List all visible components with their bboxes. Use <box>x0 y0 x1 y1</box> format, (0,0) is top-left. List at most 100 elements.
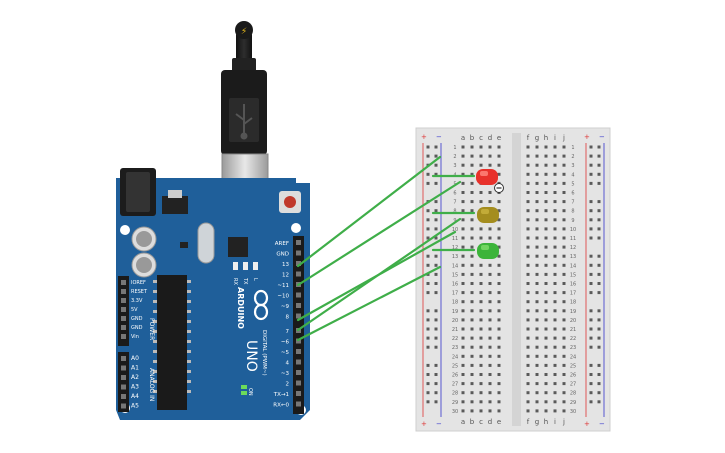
breadboard-hole[interactable] <box>479 318 483 322</box>
breadboard-hole[interactable] <box>544 154 548 158</box>
breadboard-hole[interactable] <box>497 254 501 258</box>
breadboard-hole[interactable] <box>526 154 530 158</box>
breadboard-hole[interactable] <box>535 209 539 213</box>
rail-hole[interactable] <box>589 200 593 204</box>
breadboard-hole[interactable] <box>479 191 483 194</box>
rail-hole[interactable] <box>589 327 593 331</box>
rail-hole[interactable] <box>589 309 593 313</box>
breadboard-hole[interactable] <box>553 209 557 213</box>
breadboard-hole[interactable] <box>535 272 539 276</box>
rail-hole[interactable] <box>589 373 593 376</box>
breadboard-hole[interactable] <box>470 409 474 413</box>
breadboard-hole[interactable] <box>470 272 474 276</box>
breadboard-hole[interactable] <box>535 409 539 413</box>
breadboard-hole[interactable] <box>562 254 566 258</box>
rail-hole[interactable] <box>434 282 438 285</box>
digital-pin[interactable] <box>296 292 301 298</box>
breadboard-hole[interactable] <box>553 245 557 249</box>
rail-hole[interactable] <box>589 154 593 158</box>
breadboard-hole[interactable] <box>461 291 465 295</box>
breadboard-hole[interactable] <box>562 263 566 267</box>
breadboard-hole[interactable] <box>470 291 474 295</box>
breadboard-hole[interactable] <box>461 336 465 340</box>
breadboard-hole[interactable] <box>470 336 474 340</box>
breadboard-hole[interactable] <box>479 400 483 404</box>
rail-hole[interactable] <box>589 236 593 240</box>
breadboard-hole[interactable] <box>461 181 465 185</box>
analog-pin[interactable] <box>121 384 126 390</box>
rail-hole[interactable] <box>434 291 438 295</box>
breadboard-hole[interactable] <box>562 154 566 158</box>
breadboard-hole[interactable] <box>544 382 548 386</box>
breadboard-hole[interactable] <box>470 345 474 349</box>
breadboard-hole[interactable] <box>562 227 566 231</box>
rail-hole[interactable] <box>597 154 601 158</box>
breadboard-hole[interactable] <box>526 200 530 204</box>
breadboard-hole[interactable] <box>497 354 501 358</box>
breadboard-hole[interactable] <box>562 200 566 204</box>
digital-pin[interactable] <box>296 271 301 277</box>
breadboard-hole[interactable] <box>526 272 530 276</box>
breadboard-hole[interactable] <box>535 263 539 267</box>
breadboard-hole[interactable] <box>562 172 566 176</box>
breadboard-hole[interactable] <box>470 200 474 204</box>
digital-pin[interactable] <box>296 349 301 354</box>
rail-hole[interactable] <box>426 263 430 267</box>
rail-hole[interactable] <box>589 363 593 367</box>
rail-hole[interactable] <box>426 254 430 258</box>
breadboard-hole[interactable] <box>562 291 566 295</box>
breadboard-hole[interactable] <box>461 272 465 276</box>
breadboard-hole[interactable] <box>535 363 539 367</box>
analog-pin[interactable] <box>121 403 126 409</box>
breadboard-hole[interactable] <box>479 354 483 358</box>
breadboard-hole[interactable] <box>526 209 530 213</box>
breadboard-hole[interactable] <box>535 163 539 167</box>
rail-hole[interactable] <box>589 382 593 386</box>
breadboard-hole[interactable] <box>470 391 474 395</box>
breadboard-hole[interactable] <box>470 309 474 313</box>
breadboard-hole[interactable] <box>497 300 501 304</box>
breadboard-hole[interactable] <box>526 382 530 386</box>
rail-hole[interactable] <box>589 263 593 267</box>
breadboard-hole[interactable] <box>526 191 530 194</box>
breadboard-hole[interactable] <box>562 318 566 322</box>
breadboard-hole[interactable] <box>544 363 548 367</box>
breadboard-hole[interactable] <box>497 382 501 386</box>
breadboard-hole[interactable] <box>535 227 539 231</box>
breadboard-hole[interactable] <box>470 245 474 249</box>
breadboard-hole[interactable] <box>461 154 465 158</box>
red-led[interactable] <box>476 169 504 193</box>
breadboard-hole[interactable] <box>470 373 474 376</box>
breadboard-hole[interactable] <box>497 209 501 213</box>
breadboard-hole[interactable] <box>497 200 501 204</box>
breadboard-hole[interactable] <box>544 309 548 313</box>
breadboard-hole[interactable] <box>461 309 465 313</box>
breadboard-hole[interactable] <box>470 191 474 194</box>
breadboard-hole[interactable] <box>562 163 566 167</box>
breadboard-hole[interactable] <box>544 209 548 213</box>
rail-hole[interactable] <box>434 163 438 167</box>
rail-hole[interactable] <box>426 318 430 322</box>
breadboard-hole[interactable] <box>497 400 501 404</box>
breadboard-hole[interactable] <box>461 227 465 231</box>
breadboard-hole[interactable] <box>461 345 465 349</box>
analog-pin[interactable] <box>121 375 126 380</box>
rail-hole[interactable] <box>589 291 593 295</box>
rail-hole[interactable] <box>597 291 601 295</box>
rail-hole[interactable] <box>426 363 430 367</box>
rail-hole[interactable] <box>434 209 438 213</box>
rail-hole[interactable] <box>589 391 593 395</box>
breadboard-hole[interactable] <box>461 363 465 367</box>
breadboard-hole[interactable] <box>544 336 548 340</box>
rail-hole[interactable] <box>426 209 430 213</box>
breadboard-hole[interactable] <box>488 272 492 276</box>
breadboard-hole[interactable] <box>526 181 530 185</box>
breadboard-hole[interactable] <box>544 191 548 194</box>
breadboard-hole[interactable] <box>470 282 474 285</box>
breadboard-hole[interactable] <box>526 263 530 267</box>
rail-hole[interactable] <box>597 254 601 258</box>
rail-hole[interactable] <box>597 373 601 376</box>
breadboard-hole[interactable] <box>544 391 548 395</box>
breadboard-hole[interactable] <box>461 409 465 413</box>
breadboard-hole[interactable] <box>461 327 465 331</box>
